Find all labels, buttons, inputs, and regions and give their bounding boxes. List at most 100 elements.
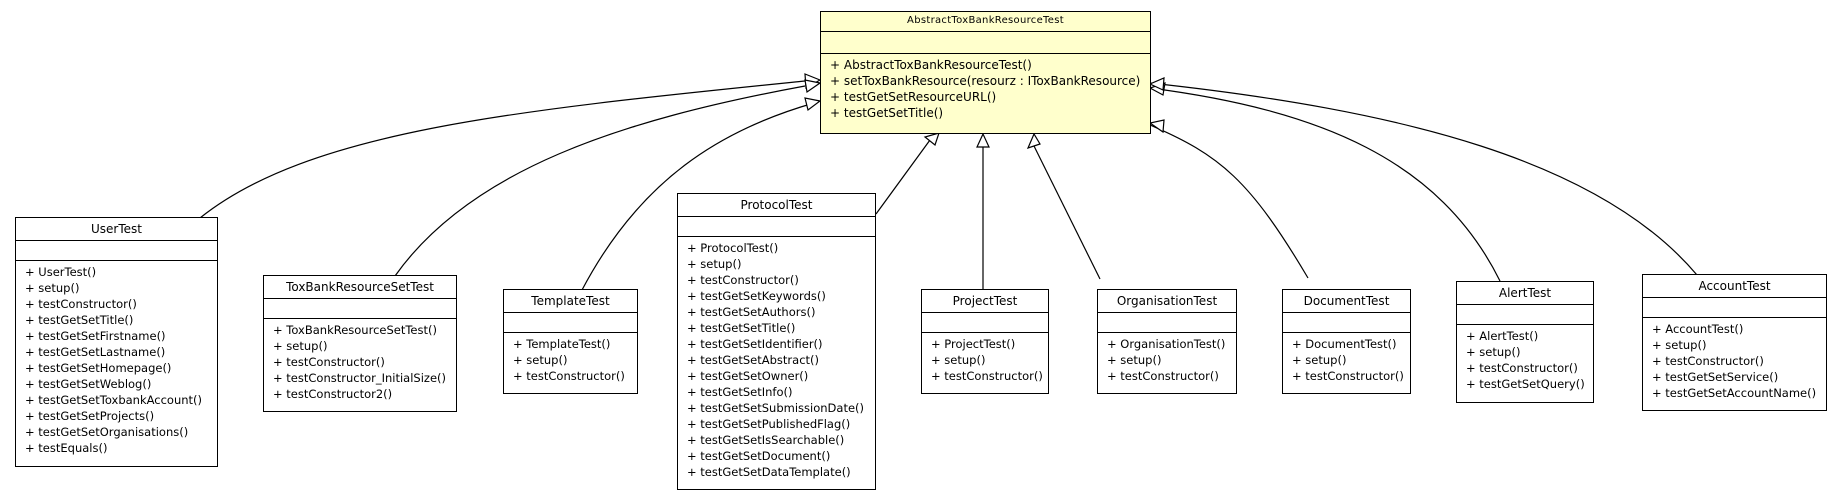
method: + testGetSetKeywords() bbox=[687, 289, 826, 303]
class-toxbankresourcesettest[interactable]: ToxBankResourceSetTest + ToxBankResource… bbox=[263, 275, 457, 412]
method: + UserTest() bbox=[25, 265, 97, 279]
method: + testGetSetOwner() bbox=[687, 369, 809, 383]
class-organisationtest[interactable]: OrganisationTest + OrganisationTest() + … bbox=[1097, 289, 1237, 394]
method: + testConstructor() bbox=[25, 297, 137, 311]
edge-accounttest bbox=[1149, 82, 1698, 276]
edge-usertest bbox=[199, 80, 806, 219]
method: + AlertTest() bbox=[1466, 329, 1539, 343]
method: + testGetSetProjects() bbox=[25, 409, 155, 423]
method: + ProtocolTest() bbox=[687, 241, 779, 255]
method: + testGetSetAbstract() bbox=[687, 353, 820, 367]
methods-compartment: + DocumentTest() + setup() + testConstru… bbox=[1283, 333, 1410, 388]
class-projecttest[interactable]: ProjectTest + ProjectTest() + setup() + … bbox=[921, 289, 1049, 394]
arrowhead-organisationtest bbox=[1026, 132, 1041, 149]
method: + testConstructor() bbox=[931, 369, 1043, 383]
class-name: ProtocolTest bbox=[678, 194, 875, 217]
method: + testConstructor() bbox=[513, 369, 625, 383]
class-protocoltest[interactable]: ProtocolTest + ProtocolTest() + setup() … bbox=[677, 193, 876, 490]
methods-compartment: + UserTest() + setup() + testConstructor… bbox=[16, 261, 217, 460]
method: + testConstructor() bbox=[1466, 361, 1578, 375]
attributes-compartment bbox=[16, 241, 217, 261]
method: + testGetSetResourceURL() bbox=[830, 90, 997, 104]
method: + setup() bbox=[1652, 338, 1707, 352]
method: + testConstructor_InitialSize() bbox=[273, 371, 446, 385]
method: + setup() bbox=[1466, 345, 1521, 359]
method: + testConstructor() bbox=[273, 355, 385, 369]
class-name: AbstractToxBankResourceTest bbox=[821, 12, 1150, 32]
method: + testGetSetHomepage() bbox=[25, 361, 172, 375]
method: + testGetSetQuery() bbox=[1466, 377, 1585, 391]
class-name: ToxBankResourceSetTest bbox=[264, 276, 456, 299]
methods-compartment: + ProtocolTest() + setup() + testConstru… bbox=[678, 237, 875, 484]
class-usertest[interactable]: UserTest + UserTest() + setup() + testCo… bbox=[15, 217, 218, 467]
method: + testConstructor() bbox=[1292, 369, 1404, 383]
method: + testConstructor2() bbox=[273, 387, 393, 401]
methods-compartment: + AccountTest() + setup() + testConstruc… bbox=[1643, 318, 1826, 405]
attributes-compartment bbox=[821, 32, 1150, 54]
method: + setup() bbox=[1107, 353, 1162, 367]
method: + testGetSetTitle() bbox=[25, 313, 134, 327]
methods-compartment: + AlertTest() + setup() + testConstructo… bbox=[1457, 325, 1593, 396]
method: + setup() bbox=[25, 281, 80, 295]
method: + testGetSetFirstname() bbox=[25, 329, 166, 343]
method: + testGetSetIdentifier() bbox=[687, 337, 823, 351]
methods-compartment: + OrganisationTest() + setup() + testCon… bbox=[1098, 333, 1236, 388]
edge-toxbankresourcesettest bbox=[394, 85, 806, 277]
method: + testGetSetTitle() bbox=[830, 106, 944, 120]
class-name: ProjectTest bbox=[922, 290, 1048, 313]
arrowhead-protocoltest bbox=[923, 132, 940, 147]
attributes-compartment bbox=[1283, 313, 1410, 333]
arrowhead-templatetest bbox=[804, 97, 822, 112]
attributes-compartment bbox=[504, 313, 637, 333]
edge-documenttest bbox=[1149, 124, 1309, 279]
edge-alerttest bbox=[1149, 87, 1501, 282]
methods-compartment: + AbstractToxBankResourceTest() + setTox… bbox=[821, 54, 1150, 125]
class-documenttest[interactable]: DocumentTest + DocumentTest() + setup() … bbox=[1282, 289, 1411, 394]
method: + AbstractToxBankResourceTest() bbox=[830, 58, 1032, 72]
method: + testGetSetIsSearchable() bbox=[687, 433, 845, 447]
method: + setToxBankResource(resourz : IToxBankR… bbox=[830, 74, 1141, 88]
method: + testGetSetService() bbox=[1652, 370, 1779, 384]
method: + setup() bbox=[1292, 353, 1347, 367]
edge-templatetest bbox=[581, 102, 815, 291]
arrowhead-toxbankresourcesettest bbox=[804, 79, 822, 94]
method: + TemplateTest() bbox=[513, 337, 611, 351]
method: + setup() bbox=[513, 353, 568, 367]
method: + testGetSetPublishedFlag() bbox=[687, 417, 851, 431]
method: + testConstructor() bbox=[1107, 369, 1219, 383]
class-name: AlertTest bbox=[1457, 282, 1593, 305]
method: + testGetSetLastname() bbox=[25, 345, 166, 359]
method: + ToxBankResourceSetTest() bbox=[273, 323, 437, 337]
methods-compartment: + ProjectTest() + setup() + testConstruc… bbox=[922, 333, 1048, 388]
arrowhead-projecttest bbox=[976, 132, 990, 148]
method: + DocumentTest() bbox=[1292, 337, 1397, 351]
class-accounttest[interactable]: AccountTest + AccountTest() + setup() + … bbox=[1642, 274, 1827, 411]
method: + testConstructor() bbox=[1652, 354, 1764, 368]
method: + AccountTest() bbox=[1652, 322, 1744, 336]
method: + testGetSetAuthors() bbox=[687, 305, 816, 319]
method: + testGetSetSubmissionDate() bbox=[687, 401, 865, 415]
method: + testConstructor() bbox=[687, 273, 799, 287]
method: + testGetSetInfo() bbox=[687, 385, 793, 399]
method: + testGetSetDocument() bbox=[687, 449, 831, 463]
class-name: DocumentTest bbox=[1283, 290, 1410, 313]
attributes-compartment bbox=[264, 299, 456, 319]
attributes-compartment bbox=[1457, 305, 1593, 325]
class-name: TemplateTest bbox=[504, 290, 637, 313]
method: + testGetSetDataTemplate() bbox=[687, 465, 851, 479]
class-alerttest[interactable]: AlertTest + AlertTest() + setup() + test… bbox=[1456, 281, 1594, 403]
class-name: AccountTest bbox=[1643, 275, 1826, 298]
edge-organisationtest bbox=[1033, 145, 1101, 280]
class-name: OrganisationTest bbox=[1098, 290, 1236, 313]
attributes-compartment bbox=[678, 217, 875, 237]
methods-compartment: + ToxBankResourceSetTest() + setup() + t… bbox=[264, 319, 456, 406]
attributes-compartment bbox=[1643, 298, 1826, 318]
class-templatetest[interactable]: TemplateTest + TemplateTest() + setup() … bbox=[503, 289, 638, 394]
method: + testEquals() bbox=[25, 441, 108, 455]
class-abstracttoxbankresourcetest[interactable]: AbstractToxBankResourceTest + AbstractTo… bbox=[820, 11, 1151, 134]
method: + testGetSetWeblog() bbox=[25, 377, 152, 391]
method: + setup() bbox=[931, 353, 986, 367]
method: + testGetSetToxbankAccount() bbox=[25, 393, 203, 407]
